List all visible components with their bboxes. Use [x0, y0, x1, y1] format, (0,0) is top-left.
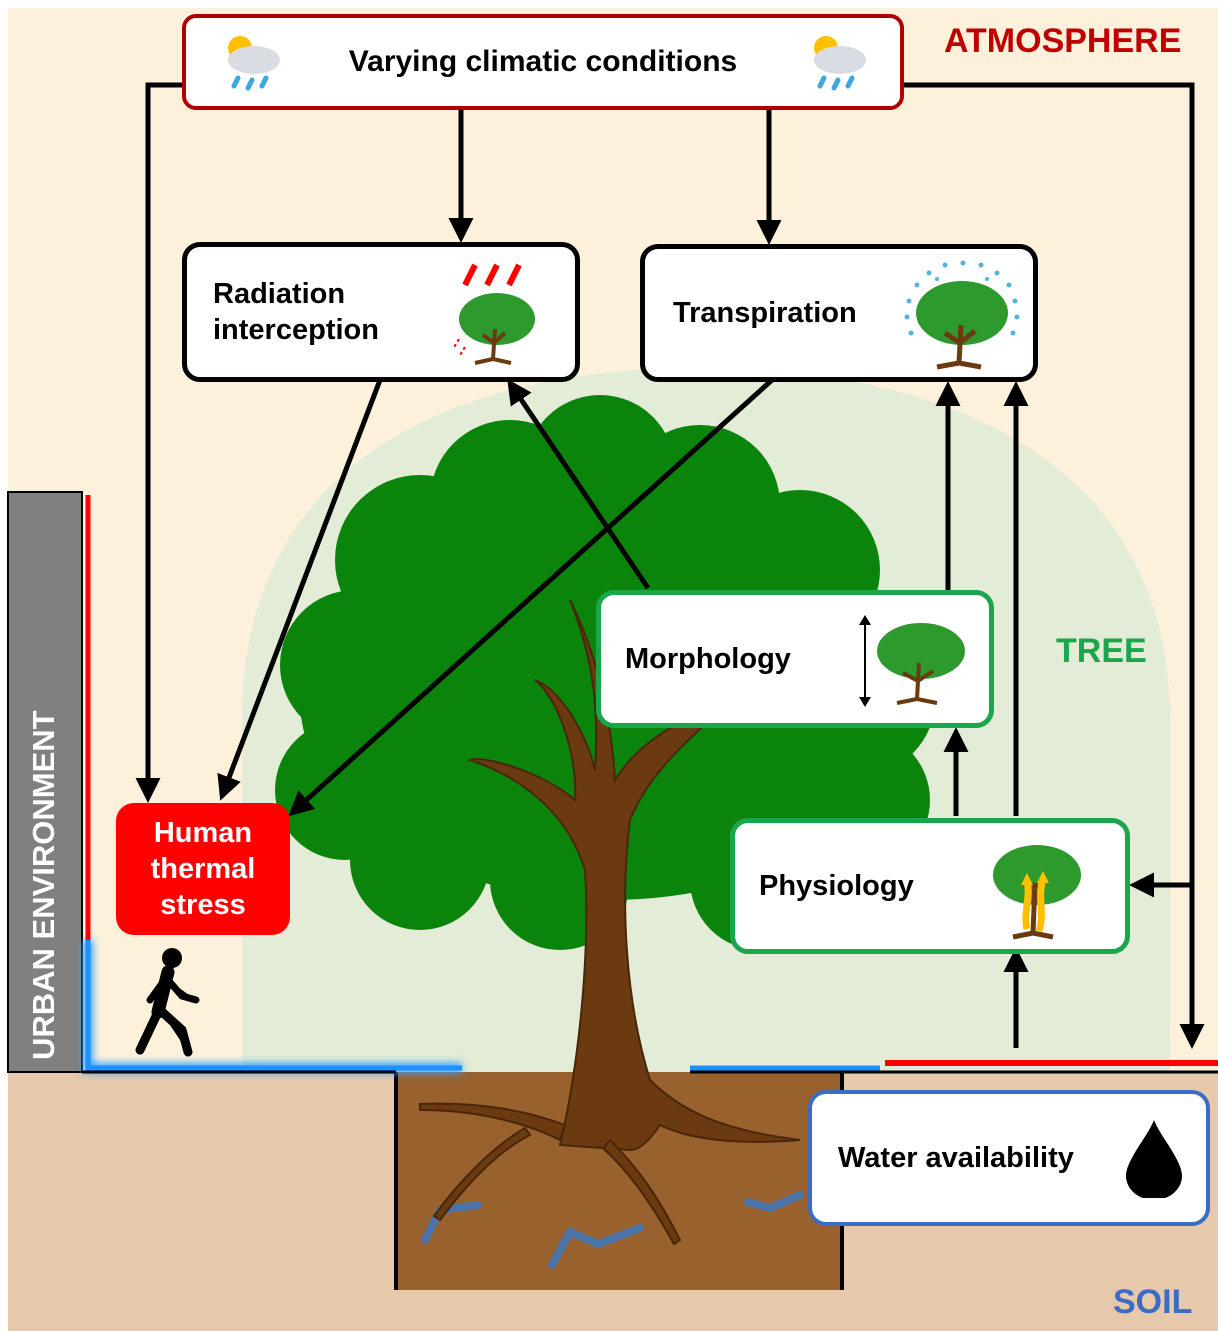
weather-cloud-sun-rain-icon — [814, 36, 866, 91]
water-availability-box: Water availability — [808, 1090, 1210, 1226]
human-thermal-stress-label: Human thermal stress — [150, 816, 256, 922]
soil-label: SOIL — [1113, 1283, 1193, 1321]
transpiring-tree-icon — [904, 260, 1020, 370]
arrow-morphology-to-radiation — [507, 378, 651, 590]
urban-environment-label: URBAN ENVIRONMENT — [26, 710, 61, 1060]
arrow-radiation-to-human — [217, 379, 383, 801]
climate-conditions-label: Varying climatic conditions — [348, 45, 738, 79]
water-availability-label: Water availability — [838, 1141, 1074, 1174]
arrow-climate-to-soil — [902, 82, 1205, 1049]
arrow-climate-to-human — [135, 82, 184, 803]
radiation-interception-box: Radiation interception — [182, 242, 580, 382]
surface-lines — [83, 495, 1218, 1073]
tree-sapflow-icon — [993, 845, 1081, 940]
transpiration-label: Transpiration — [673, 296, 857, 329]
urban-wall — [7, 491, 83, 1073]
atmosphere-label: ATMOSPHERE — [944, 22, 1182, 60]
walking-person-icon — [135, 948, 200, 1057]
climate-conditions-box: Varying climatic conditions — [182, 14, 904, 110]
physiology-label: Physiology — [759, 869, 914, 902]
arrow-transpiration-to-human — [288, 378, 774, 817]
tree-height-icon — [859, 615, 965, 707]
physiology-box: Physiology — [730, 818, 1130, 954]
transpiration-box: Transpiration — [640, 244, 1038, 382]
human-thermal-stress-box: Human thermal stress — [116, 803, 290, 935]
morphology-box: Morphology — [596, 590, 994, 728]
morphology-label: Morphology — [625, 642, 791, 675]
arrows — [135, 82, 1205, 1049]
tree-trunk — [419, 599, 801, 1246]
water-drop-icon — [1126, 1120, 1182, 1198]
sun-rays-tree-icon — [452, 263, 535, 365]
tree-label: TREE — [1056, 632, 1147, 670]
radiation-interception-label: Radiation interception — [213, 277, 379, 346]
weather-cloud-sun-rain-icon — [228, 36, 280, 91]
